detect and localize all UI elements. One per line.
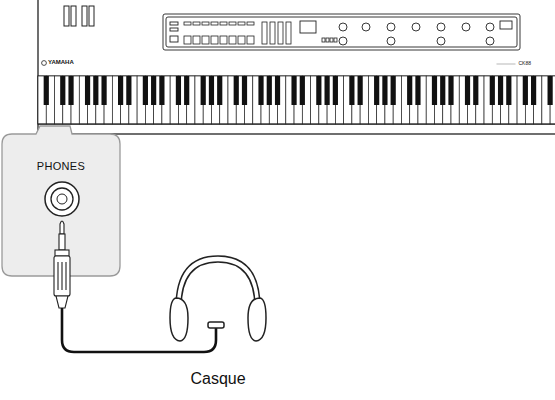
headphone-plug	[54, 221, 70, 308]
model-name: CK88	[518, 60, 531, 66]
phones-jack	[45, 182, 79, 216]
panel-buttons	[184, 22, 337, 44]
callout-outline	[2, 126, 120, 276]
black-keys	[44, 76, 553, 105]
component-label: Casque	[190, 370, 245, 388]
brand-logo: YAMAHA	[48, 59, 74, 65]
headphones	[170, 256, 266, 341]
keyboard-body	[38, 0, 555, 134]
control-panel	[163, 14, 520, 50]
callout-box: PHONES	[2, 134, 120, 276]
jack-label: PHONES	[2, 160, 120, 172]
key-bed	[38, 76, 555, 124]
headphone-cable	[62, 308, 216, 352]
white-keys	[38, 76, 555, 124]
wheel-controls	[64, 6, 94, 26]
